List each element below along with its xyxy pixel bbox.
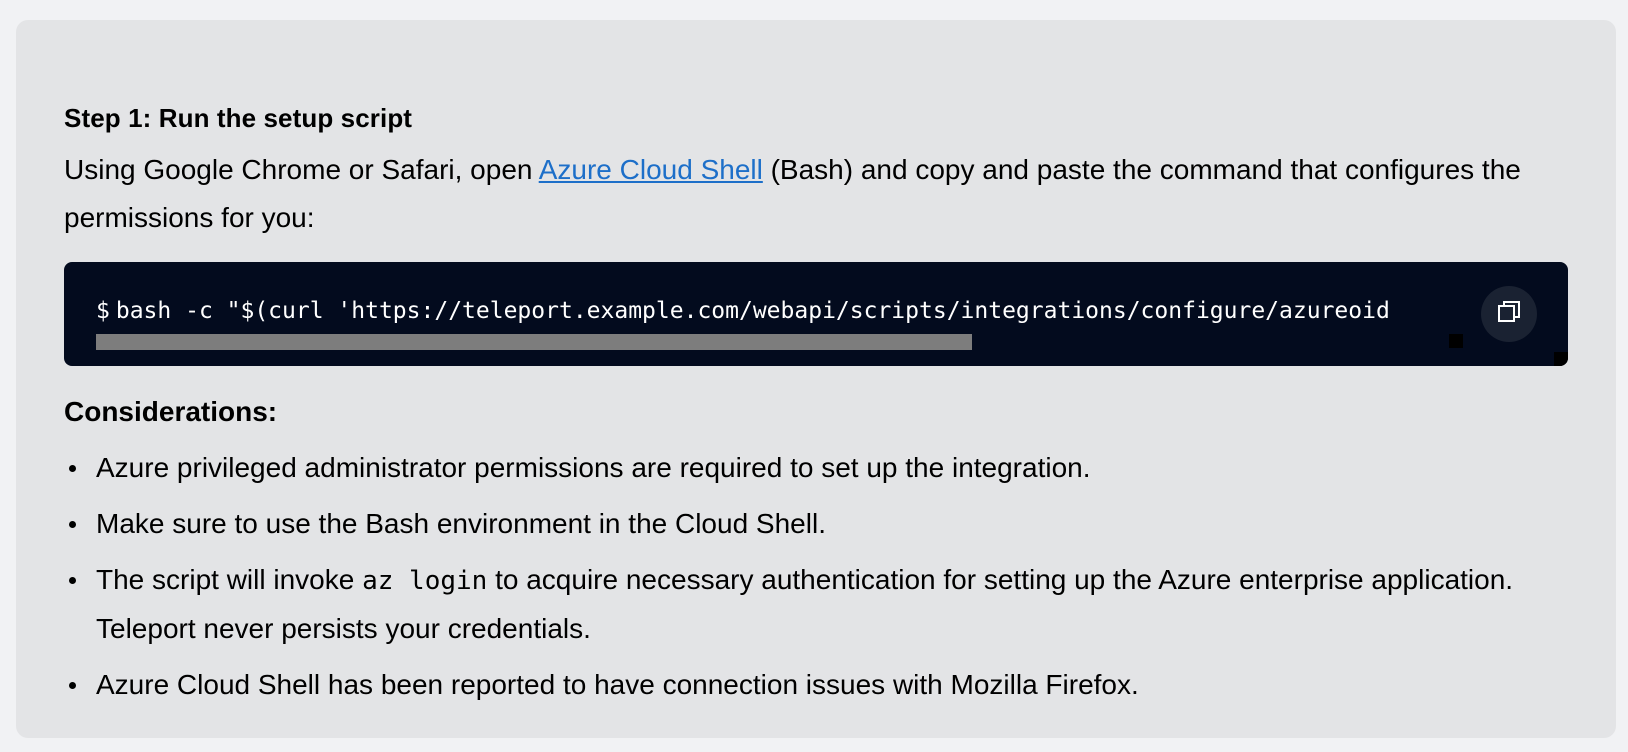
list-item: Azure Cloud Shell has been reported to h… bbox=[69, 661, 1596, 709]
setup-card: Step 1: Run the setup script Using Googl… bbox=[16, 20, 1616, 738]
list-item: Azure privileged administrator permissio… bbox=[69, 444, 1596, 492]
inline-code: az login bbox=[362, 566, 488, 596]
shell-prompt: $ bbox=[96, 298, 110, 324]
command-line[interactable]: $bash -c "$(curl 'https://teleport.examp… bbox=[96, 296, 1458, 326]
list-item: The script will invoke az login to acqui… bbox=[69, 556, 1596, 653]
copy-button[interactable] bbox=[1481, 286, 1537, 342]
command-text[interactable]: bash -c "$(curl 'https://teleport.exampl… bbox=[115, 298, 1390, 324]
list-item-text: The script will invoke bbox=[96, 564, 363, 595]
considerations-title: Considerations: bbox=[64, 396, 278, 427]
command-code-block: $bash -c "$(curl 'https://teleport.examp… bbox=[64, 262, 1568, 366]
horizontal-scrollbar[interactable] bbox=[96, 334, 972, 350]
list-item-text: to acquire necessary authentication for … bbox=[96, 564, 1514, 644]
intro-text: Using Google Chrome or Safari, open Azur… bbox=[64, 146, 1584, 242]
scrollbar-corner bbox=[1449, 334, 1463, 348]
considerations-list: Azure privileged administrator permissio… bbox=[64, 444, 1568, 709]
intro-after-link: (Bash) and copy and paste the command th… bbox=[64, 154, 1521, 233]
scrollbar-corner-outer bbox=[1554, 352, 1568, 366]
copy-icon bbox=[1497, 300, 1521, 329]
step-title: Step 1: Run the setup script bbox=[64, 103, 413, 133]
intro-before-link: Using Google Chrome or Safari, open bbox=[64, 154, 539, 185]
azure-cloud-shell-link[interactable]: Azure Cloud Shell bbox=[538, 154, 763, 185]
list-item: Make sure to use the Bash environment in… bbox=[69, 500, 1596, 548]
